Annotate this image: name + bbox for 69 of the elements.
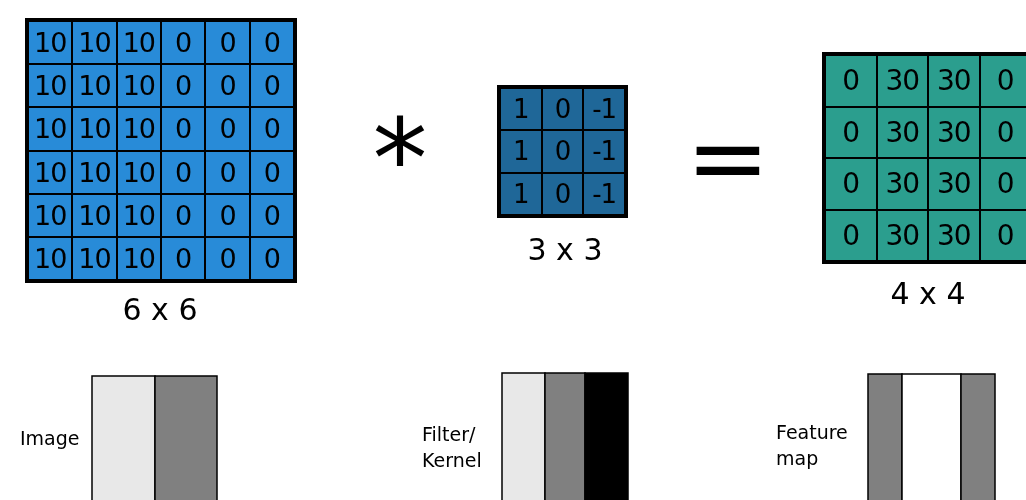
matrix-value: 10 xyxy=(28,150,73,194)
matrix-value: 10 xyxy=(116,193,161,237)
matrix-value: 1 xyxy=(500,130,542,173)
matrix-value: 10 xyxy=(28,193,73,237)
matrix-value: 0 xyxy=(825,106,877,158)
matrix-value: 30 xyxy=(928,209,980,261)
matrix-value: 0 xyxy=(249,150,294,194)
matrix-value: 10 xyxy=(72,150,117,194)
feature-map-label: Feature map xyxy=(776,419,849,472)
matrix-value: 0 xyxy=(205,236,250,280)
matrix-value: 0 xyxy=(825,55,877,107)
matrix-value: -1 xyxy=(583,172,625,215)
matrix-value: 0 xyxy=(541,130,584,173)
matrix-value: 10 xyxy=(116,150,161,194)
convolution-operator: * xyxy=(372,105,428,215)
matrix-value: 0 xyxy=(161,21,206,65)
matrix-value: 10 xyxy=(72,193,117,237)
matrix-value: 0 xyxy=(249,236,294,280)
matrix-value: 10 xyxy=(116,236,161,280)
matrix-value: 10 xyxy=(72,107,117,151)
matrix-value: 0 xyxy=(249,107,294,151)
filter-label: Filter/ Kernel xyxy=(422,421,483,474)
matrix-value: 0 xyxy=(249,21,294,65)
matrix-value: -1 xyxy=(583,130,625,173)
matrix-value: 10 xyxy=(28,236,73,280)
matrix-value: 10 xyxy=(72,236,117,280)
matrix-value: 10 xyxy=(72,21,117,65)
matrix-value: 0 xyxy=(205,150,250,194)
dimension-label: 6 x 6 xyxy=(122,295,198,325)
dimension-label: 3 x 3 xyxy=(527,235,603,265)
matrix-value: 1 xyxy=(500,172,542,215)
matrix-value: 0 xyxy=(161,193,206,237)
matrix-value: 30 xyxy=(928,106,980,158)
matrix-value: 30 xyxy=(876,106,928,158)
matrix-value: -1 xyxy=(583,88,625,131)
matrix-value: 0 xyxy=(979,55,1026,107)
equals-sign: = xyxy=(686,108,770,208)
matrix-value: 0 xyxy=(249,193,294,237)
matrix-value: 0 xyxy=(161,236,206,280)
matrix-value: 30 xyxy=(928,158,980,210)
matrix-value: 10 xyxy=(116,21,161,65)
matrix-value: 0 xyxy=(161,107,206,151)
matrix-value: 0 xyxy=(205,107,250,151)
matrix-value: 10 xyxy=(28,107,73,151)
matrix-value: 30 xyxy=(876,209,928,261)
matrix-value: 0 xyxy=(205,193,250,237)
dimension-label: 4 x 4 xyxy=(890,279,966,309)
matrix-value: 10 xyxy=(72,64,117,108)
matrix-value: 0 xyxy=(249,64,294,108)
matrix-value: 10 xyxy=(28,64,73,108)
matrix-value: 0 xyxy=(541,172,584,215)
matrix-value: 0 xyxy=(825,158,877,210)
matrix-value: 1 xyxy=(500,88,542,131)
matrix-value: 0 xyxy=(825,209,877,261)
matrix-value: 0 xyxy=(979,158,1026,210)
matrix-value: 0 xyxy=(979,209,1026,261)
matrix-value: 30 xyxy=(876,158,928,210)
matrix-value: 0 xyxy=(979,106,1026,158)
image-label: Image xyxy=(20,425,80,451)
matrix-value: 10 xyxy=(116,64,161,108)
matrix-value: 10 xyxy=(28,21,73,65)
matrix-value: 30 xyxy=(928,55,980,107)
matrix-value: 0 xyxy=(161,64,206,108)
matrix-value: 0 xyxy=(541,88,584,131)
matrix-value: 30 xyxy=(876,55,928,107)
matrix-value: 0 xyxy=(161,150,206,194)
matrix-value: 10 xyxy=(116,107,161,151)
matrix-value: 0 xyxy=(205,21,250,65)
matrix-value: 0 xyxy=(205,64,250,108)
